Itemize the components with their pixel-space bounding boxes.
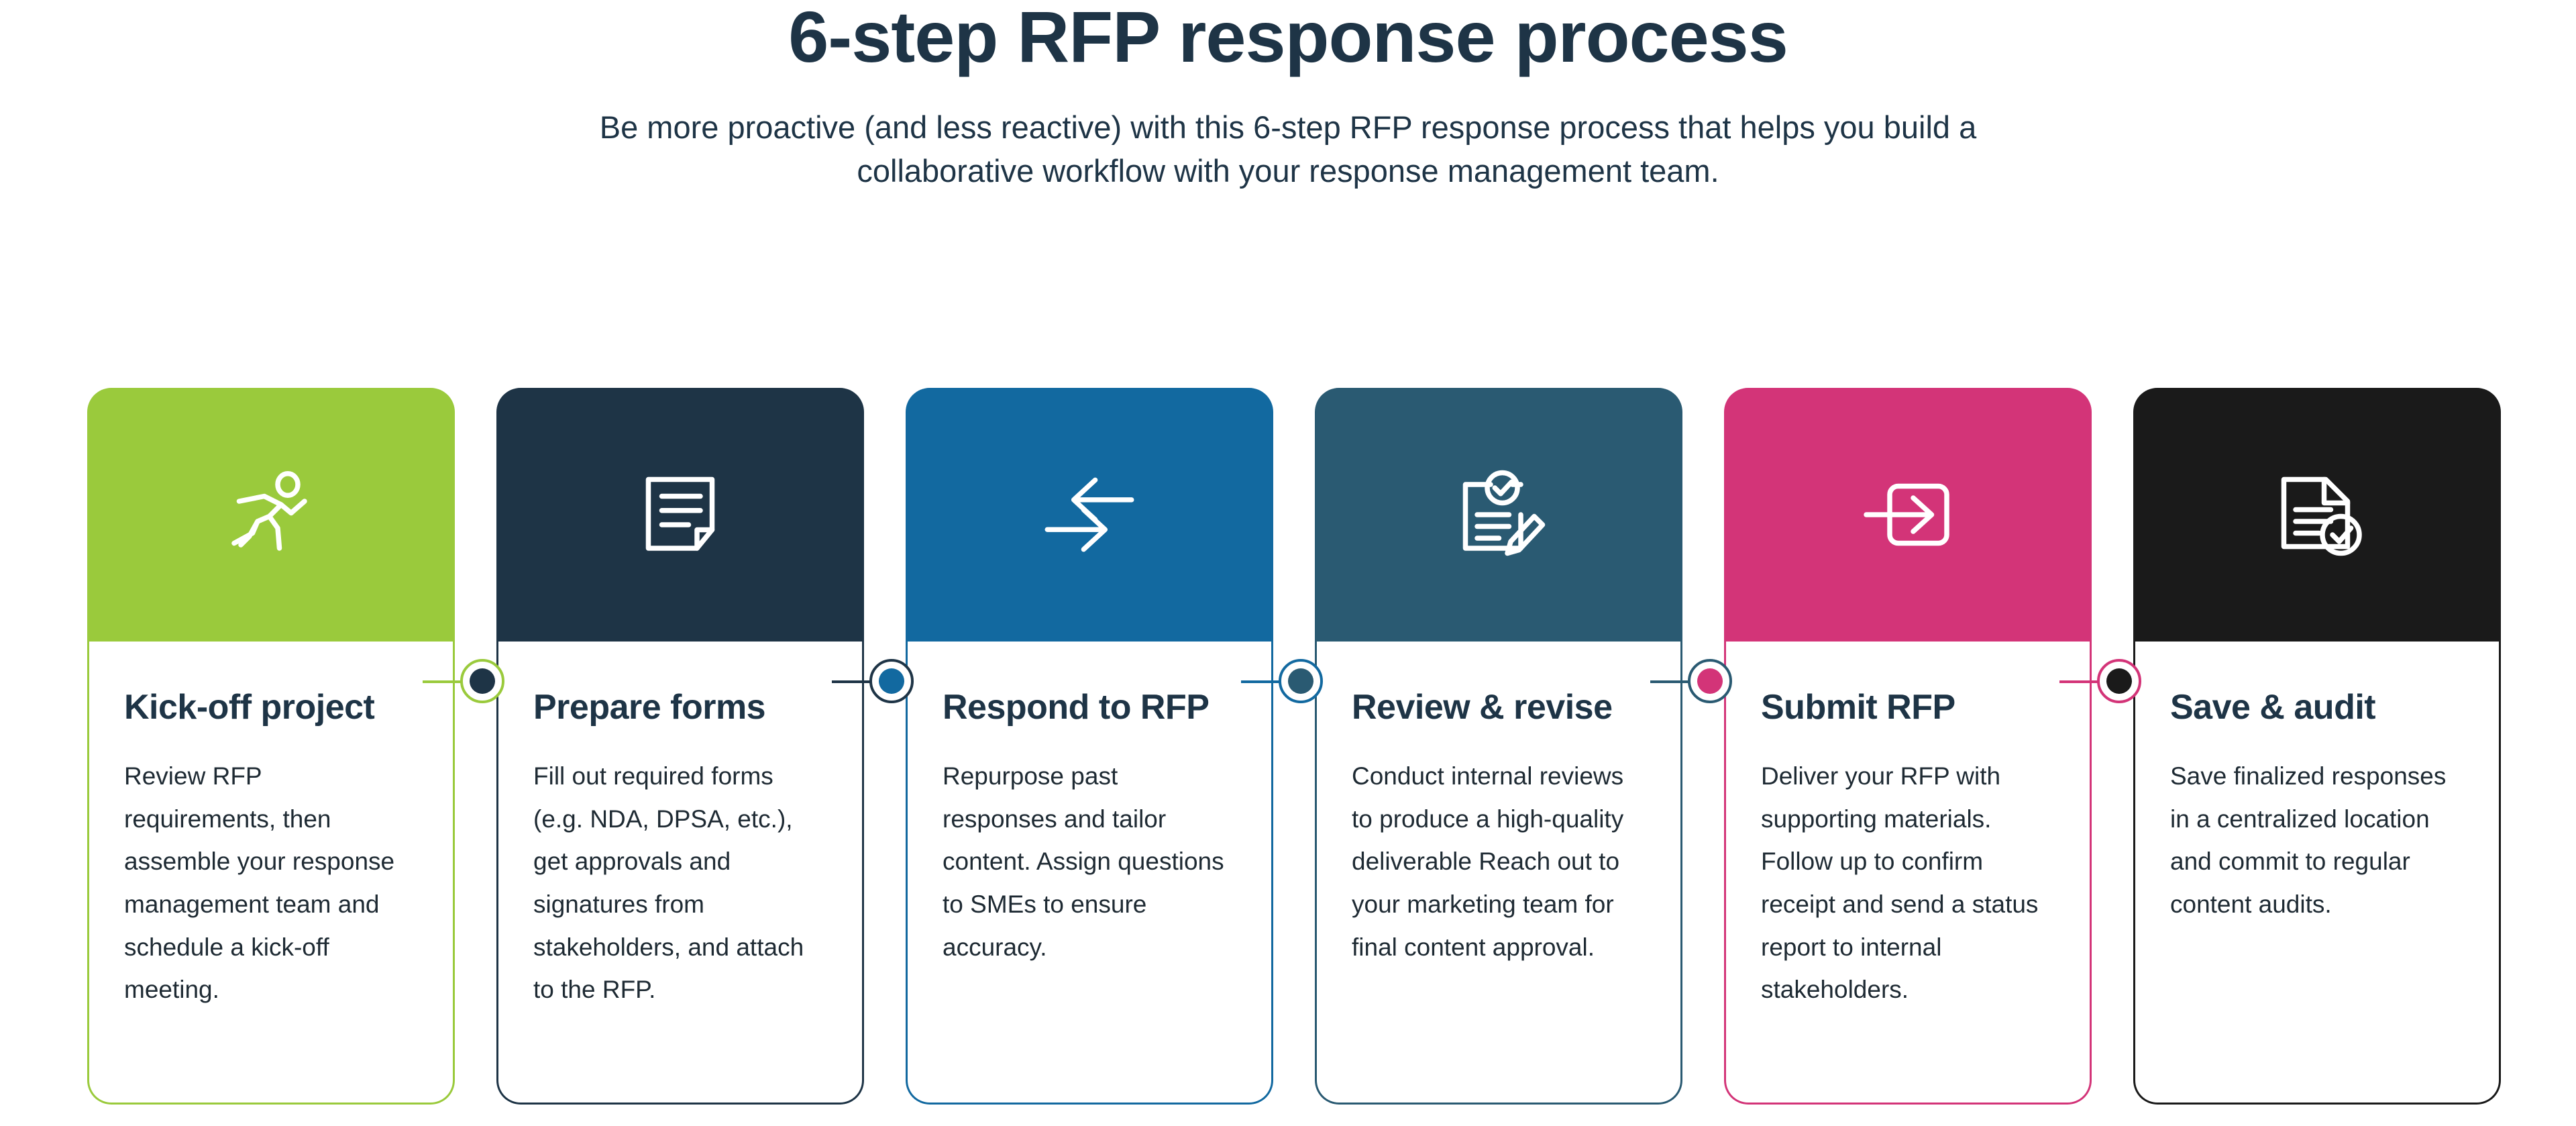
step-card-5[interactable]: Submit RFP Deliver your RFP with supporti… <box>1724 388 2092 1105</box>
step-description-5: Deliver your RFP with supporting materia… <box>1761 762 2039 1004</box>
connector-dot-inner-3 <box>879 668 904 694</box>
step-description-3: Repurpose past responses and tailor cont… <box>943 762 1224 961</box>
connector-dot-inner-6 <box>2106 668 2132 694</box>
step-title-2: Prepare forms <box>533 688 766 727</box>
connector-dot-inner-4 <box>1288 668 1313 694</box>
step-title-3: Respond to RFP <box>943 688 1210 727</box>
step-title-6: Save & audit <box>2170 688 2376 727</box>
step-description-4: Conduct internal reviews to produce a hi… <box>1352 762 1624 961</box>
arrow-into-box-icon <box>1863 483 1949 546</box>
step-description-2: Fill out required forms (e.g. NDA, DPSA,… <box>533 762 804 1004</box>
converging-arrows-icon <box>1044 477 1134 552</box>
step-description-1: Review RFP requirements, then assemble y… <box>124 762 395 1004</box>
step-card-body-5: Submit RFP Deliver your RFP with supporti… <box>1724 642 2092 1105</box>
step-card-header-5 <box>1724 388 2092 642</box>
document-lines-icon <box>645 476 715 551</box>
step-card-header-1 <box>87 388 455 642</box>
step-card-header-3 <box>906 388 1273 642</box>
header: 6-step RFP response process Be more proa… <box>0 0 2576 193</box>
connector-dot-inner-5 <box>1697 668 1723 694</box>
step-title-4: Review & revise <box>1352 688 1613 727</box>
step-description-6: Save finalized responses in a centralize… <box>2170 762 2447 919</box>
step-card-body-3: Respond to RFP Repurpose past responses a… <box>906 642 1273 1105</box>
step-card-header-6 <box>2133 388 2501 642</box>
page-subtitle: Be more proactive (and less reactive) wi… <box>599 109 1977 189</box>
step-title-1: Kick-off project <box>124 688 375 727</box>
connector-dot-inner-2 <box>470 668 495 694</box>
step-card-header-4 <box>1315 388 1682 642</box>
running-person-icon <box>231 471 307 551</box>
document-check-icon <box>2281 476 2362 556</box>
step-card-3[interactable]: Respond to RFP Repurpose past responses a… <box>906 388 1273 1105</box>
page-title: 6-step RFP response process <box>788 0 1788 77</box>
clipboard-check-pencil-icon <box>1462 470 1545 556</box>
step-title-5: Submit RFP <box>1761 688 1955 727</box>
step-card-header-2 <box>496 388 864 642</box>
